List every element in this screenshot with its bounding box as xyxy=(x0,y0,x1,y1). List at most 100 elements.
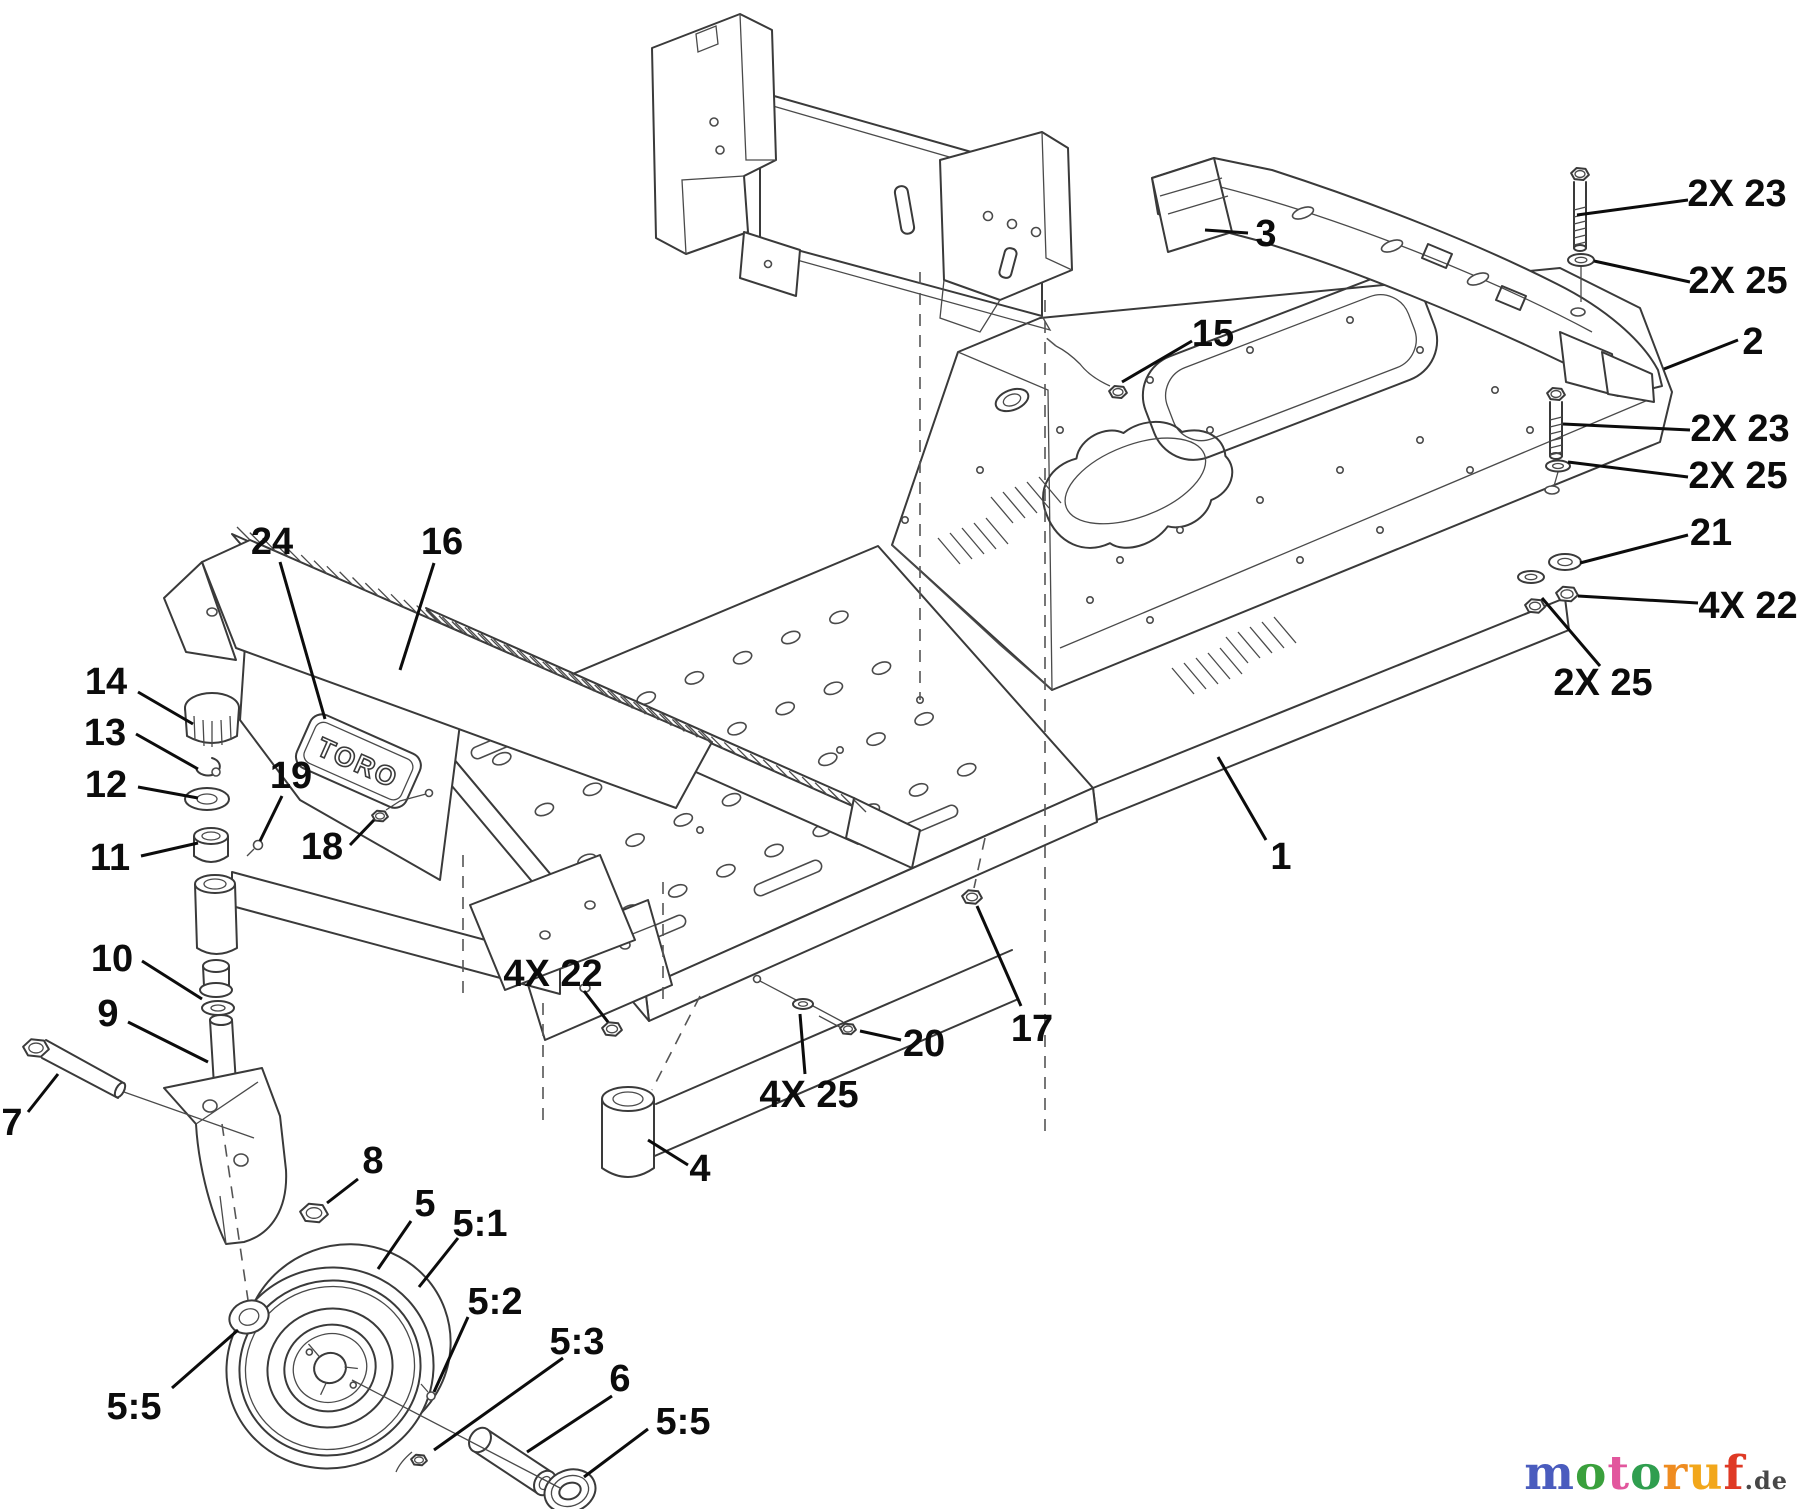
callout: 19 xyxy=(258,755,312,842)
leader-line xyxy=(433,1356,564,1452)
leader-line xyxy=(1567,460,1689,479)
part-bracket-3 xyxy=(651,13,1073,333)
part-bushing-11 xyxy=(193,827,229,863)
callout-label: 5:2 xyxy=(468,1281,523,1323)
caster-fork xyxy=(163,1067,288,1245)
callout: 2X 25 xyxy=(1540,597,1653,704)
callout-label: 5:3 xyxy=(550,1321,605,1363)
leader-line xyxy=(1579,533,1689,565)
leader-line xyxy=(1576,198,1689,217)
part-washer-12 xyxy=(184,787,230,811)
leader-line xyxy=(376,1220,413,1270)
callout: 2X 23 xyxy=(1576,173,1787,217)
leader-line xyxy=(398,562,436,671)
leader-line xyxy=(278,561,327,720)
callout-label: 17 xyxy=(1011,1008,1053,1050)
callout: 5:5 xyxy=(107,1328,239,1428)
callout-label: 5:5 xyxy=(656,1401,711,1443)
leader-line xyxy=(127,1020,209,1064)
caster-arm xyxy=(194,854,636,995)
callout-label: 20 xyxy=(903,1023,945,1065)
toro-badge: TORO xyxy=(294,713,422,809)
leader-line xyxy=(26,1073,60,1113)
callout: 5:1 xyxy=(417,1203,508,1288)
part-axle-tube-4 xyxy=(601,1086,655,1178)
callout: 14 xyxy=(85,661,194,726)
callout-label: 8 xyxy=(362,1140,383,1182)
callout-label: 21 xyxy=(1690,512,1732,554)
bumper-hatching xyxy=(236,526,867,813)
part-knob-14 xyxy=(184,692,240,747)
leader-line xyxy=(583,1427,649,1479)
callout-label: 24 xyxy=(251,521,293,563)
part-valve-52 xyxy=(420,1383,436,1401)
leader-line xyxy=(975,905,1023,1007)
leader-line xyxy=(171,1328,239,1390)
callout: 5:5 xyxy=(583,1401,711,1479)
callout: 12 xyxy=(85,764,199,806)
callout-label: 5:5 xyxy=(107,1386,162,1428)
watermark-suffix: .de xyxy=(1744,1466,1788,1495)
callout-label: 13 xyxy=(84,712,126,754)
hardware-frame xyxy=(246,345,1111,1033)
leader-line xyxy=(1540,597,1602,667)
leader-line xyxy=(1593,259,1691,284)
callout-label: 5:1 xyxy=(453,1203,508,1245)
callout: 24 xyxy=(251,521,327,720)
callout-label: 19 xyxy=(270,755,312,797)
leader-line xyxy=(417,1237,460,1288)
watermark-letter: t xyxy=(1607,1446,1631,1501)
leader-line xyxy=(258,795,284,842)
part-rear-bumper-2 xyxy=(1151,157,1663,403)
leader-line xyxy=(1663,338,1739,371)
callout: 4X 22 xyxy=(503,953,610,1023)
callout-label: 15 xyxy=(1192,313,1234,355)
callout-label: 1 xyxy=(1270,836,1291,878)
wheel-assembly-5 xyxy=(225,1243,597,1509)
leader-line xyxy=(140,841,199,858)
caster-assembly xyxy=(41,692,636,1245)
callout: 4X 22 xyxy=(1577,585,1798,627)
watermark-letter: r xyxy=(1662,1446,1689,1501)
callout: 4X 25 xyxy=(759,1013,859,1116)
leader-line xyxy=(1216,756,1268,841)
callout-label: 4X 22 xyxy=(1698,585,1797,627)
callout: 17 xyxy=(975,905,1053,1050)
callout: 15 xyxy=(1121,313,1234,384)
watermark-letter: f xyxy=(1723,1446,1745,1501)
leader-line xyxy=(137,785,199,800)
callout-label: 5 xyxy=(414,1183,435,1225)
generated-hardware xyxy=(22,167,1595,1467)
leader-line xyxy=(582,990,610,1023)
callout: 5:2 xyxy=(432,1281,523,1393)
callout-label: 4 xyxy=(689,1148,710,1190)
callout: 1 xyxy=(1216,756,1292,878)
callout: 8 xyxy=(326,1140,384,1205)
callout: 10 xyxy=(91,938,203,1001)
callout: 9 xyxy=(97,993,209,1064)
callout: 2X 25 xyxy=(1593,259,1788,302)
part-zerk-53 xyxy=(395,1451,413,1473)
callout-label: 2X 25 xyxy=(1688,455,1787,497)
callout: 13 xyxy=(84,712,199,771)
leader-line xyxy=(1562,422,1691,432)
callout: 18 xyxy=(301,818,376,868)
leader-line xyxy=(135,732,199,771)
callout-label: 7 xyxy=(1,1102,22,1144)
part-bushing-10 xyxy=(199,959,235,1016)
leader-line xyxy=(1577,594,1699,605)
watermark-letter: u xyxy=(1688,1446,1724,1501)
callout: 4 xyxy=(647,1138,711,1190)
callout-label: 16 xyxy=(421,521,463,563)
callout-label: 12 xyxy=(85,764,127,806)
callout: 5 xyxy=(376,1183,436,1270)
leader-line xyxy=(141,959,203,1001)
callout-label: 4X 25 xyxy=(759,1074,858,1116)
callout: 20 xyxy=(859,1023,945,1065)
callout-label: 2X 25 xyxy=(1553,662,1652,704)
callout-label: 6 xyxy=(609,1358,630,1400)
leader-line xyxy=(647,1138,689,1167)
